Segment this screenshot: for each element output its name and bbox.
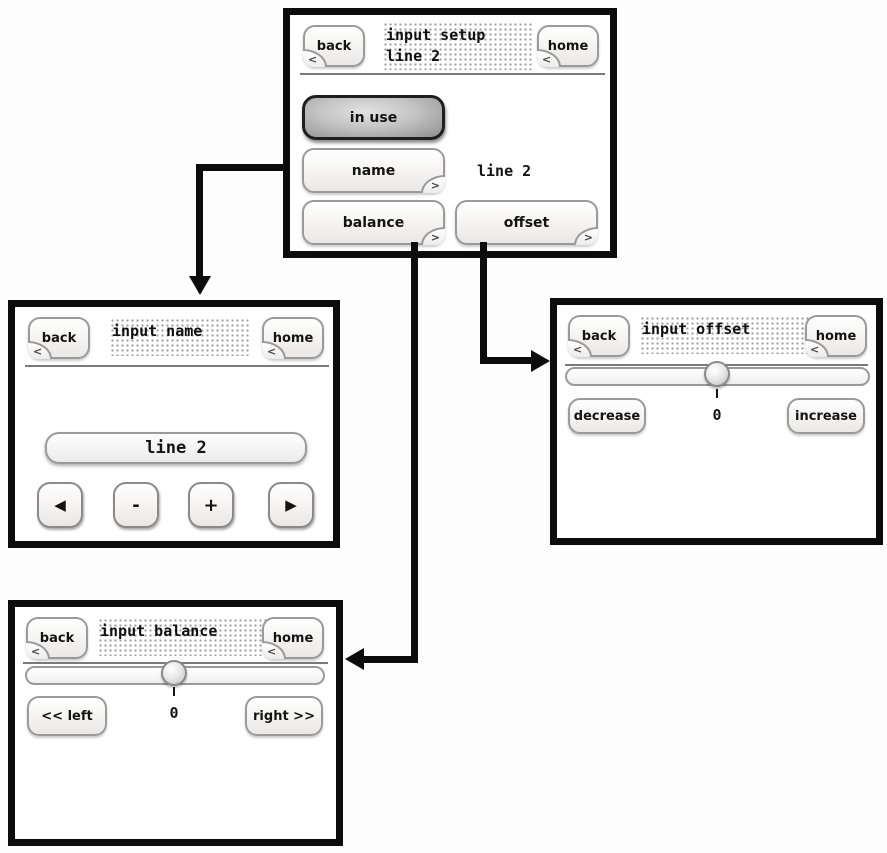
home-button-label: home — [272, 330, 314, 346]
arrow-setup-to-offset-vertical — [480, 242, 487, 364]
in-use-label: in use — [349, 109, 398, 126]
decrease-label: decrease — [573, 408, 641, 424]
cursor-right-button[interactable]: ▶ — [268, 482, 314, 528]
arrow-setup-to-name-vertical — [196, 164, 203, 277]
cursor-right-icon: ▶ — [285, 496, 297, 514]
balance-slider-knob[interactable] — [161, 660, 187, 686]
home-button-label: home — [272, 630, 314, 646]
page-title: input name — [110, 318, 250, 356]
center-tick-mark — [173, 687, 175, 696]
input-setup-panel: back < input setup line 2 home < in use … — [283, 8, 617, 258]
cursor-left-button[interactable]: ◀ — [37, 482, 83, 528]
back-button[interactable]: back < — [568, 315, 630, 357]
home-button[interactable]: home < — [262, 617, 324, 659]
page-title: input balance — [98, 618, 278, 656]
balance-menu-label: balance — [342, 214, 405, 231]
forward-fold-icon: > — [421, 175, 445, 193]
forward-fold-icon: > — [421, 227, 445, 245]
back-button[interactable]: back < — [26, 617, 88, 659]
back-button-label: back — [39, 630, 75, 646]
forward-fold-icon: > — [574, 227, 598, 245]
home-button[interactable]: home < — [262, 317, 324, 359]
name-menu-button[interactable]: name > — [302, 148, 445, 193]
arrowhead-left-icon — [345, 648, 364, 670]
decrease-button[interactable]: decrease — [568, 398, 646, 434]
page-title-line2: line 2 — [386, 47, 441, 65]
name-value-display: line 2 — [45, 432, 307, 464]
offset-menu-label: offset — [503, 214, 550, 231]
offset-slider-knob[interactable] — [704, 361, 730, 387]
balance-menu-button[interactable]: balance > — [302, 200, 445, 245]
home-button-label: home — [547, 38, 589, 54]
minus-label: - — [132, 494, 140, 516]
cursor-left-icon: ◀ — [54, 496, 66, 514]
page-title: input setup line 2 — [383, 22, 533, 70]
name-menu-label: name — [351, 162, 396, 179]
plus-button[interactable]: + — [188, 482, 234, 528]
header-divider — [25, 365, 329, 367]
home-button[interactable]: home < — [805, 315, 867, 357]
offset-value: 0 — [712, 406, 722, 424]
input-offset-panel: back < input offset home < 0 decrease in… — [550, 298, 883, 545]
increase-label: increase — [795, 408, 857, 424]
input-balance-panel: back < input balance home < 0 << left ri… — [8, 600, 343, 846]
in-use-toggle-button[interactable]: in use — [302, 95, 445, 140]
arrow-setup-to-balance-vertical — [411, 242, 418, 663]
home-button-label: home — [815, 328, 857, 344]
arrowhead-down-icon — [189, 276, 211, 295]
offset-menu-button[interactable]: offset > — [455, 200, 598, 245]
back-button-label: back — [316, 38, 352, 54]
home-button[interactable]: home < — [537, 25, 599, 67]
back-button[interactable]: back < — [303, 25, 365, 67]
increase-button[interactable]: increase — [787, 398, 865, 434]
balance-right-button[interactable]: right >> — [245, 696, 323, 736]
back-button-label: back — [581, 328, 617, 344]
header-divider — [300, 73, 605, 75]
page-title-line1: input setup — [386, 26, 486, 44]
arrowhead-right-icon — [531, 350, 550, 372]
page-title: input offset — [640, 316, 810, 354]
minus-button[interactable]: - — [113, 482, 159, 528]
balance-right-label: right >> — [253, 708, 315, 724]
arrow-setup-to-offset-horizontal — [480, 357, 532, 364]
back-button-label: back — [41, 330, 77, 346]
name-current-value: line 2 — [477, 162, 532, 180]
plus-label: + — [203, 494, 219, 516]
input-name-panel: back < input name home < line 2 ◀ - + ▶ — [8, 300, 340, 548]
back-button[interactable]: back < — [28, 317, 90, 359]
balance-value: 0 — [169, 704, 179, 722]
arrow-setup-to-name-horizontal — [200, 164, 287, 171]
balance-left-button[interactable]: << left — [27, 696, 107, 736]
arrow-setup-to-balance-horizontal — [363, 656, 418, 663]
center-tick-mark — [716, 389, 718, 398]
balance-left-label: << left — [41, 708, 93, 724]
